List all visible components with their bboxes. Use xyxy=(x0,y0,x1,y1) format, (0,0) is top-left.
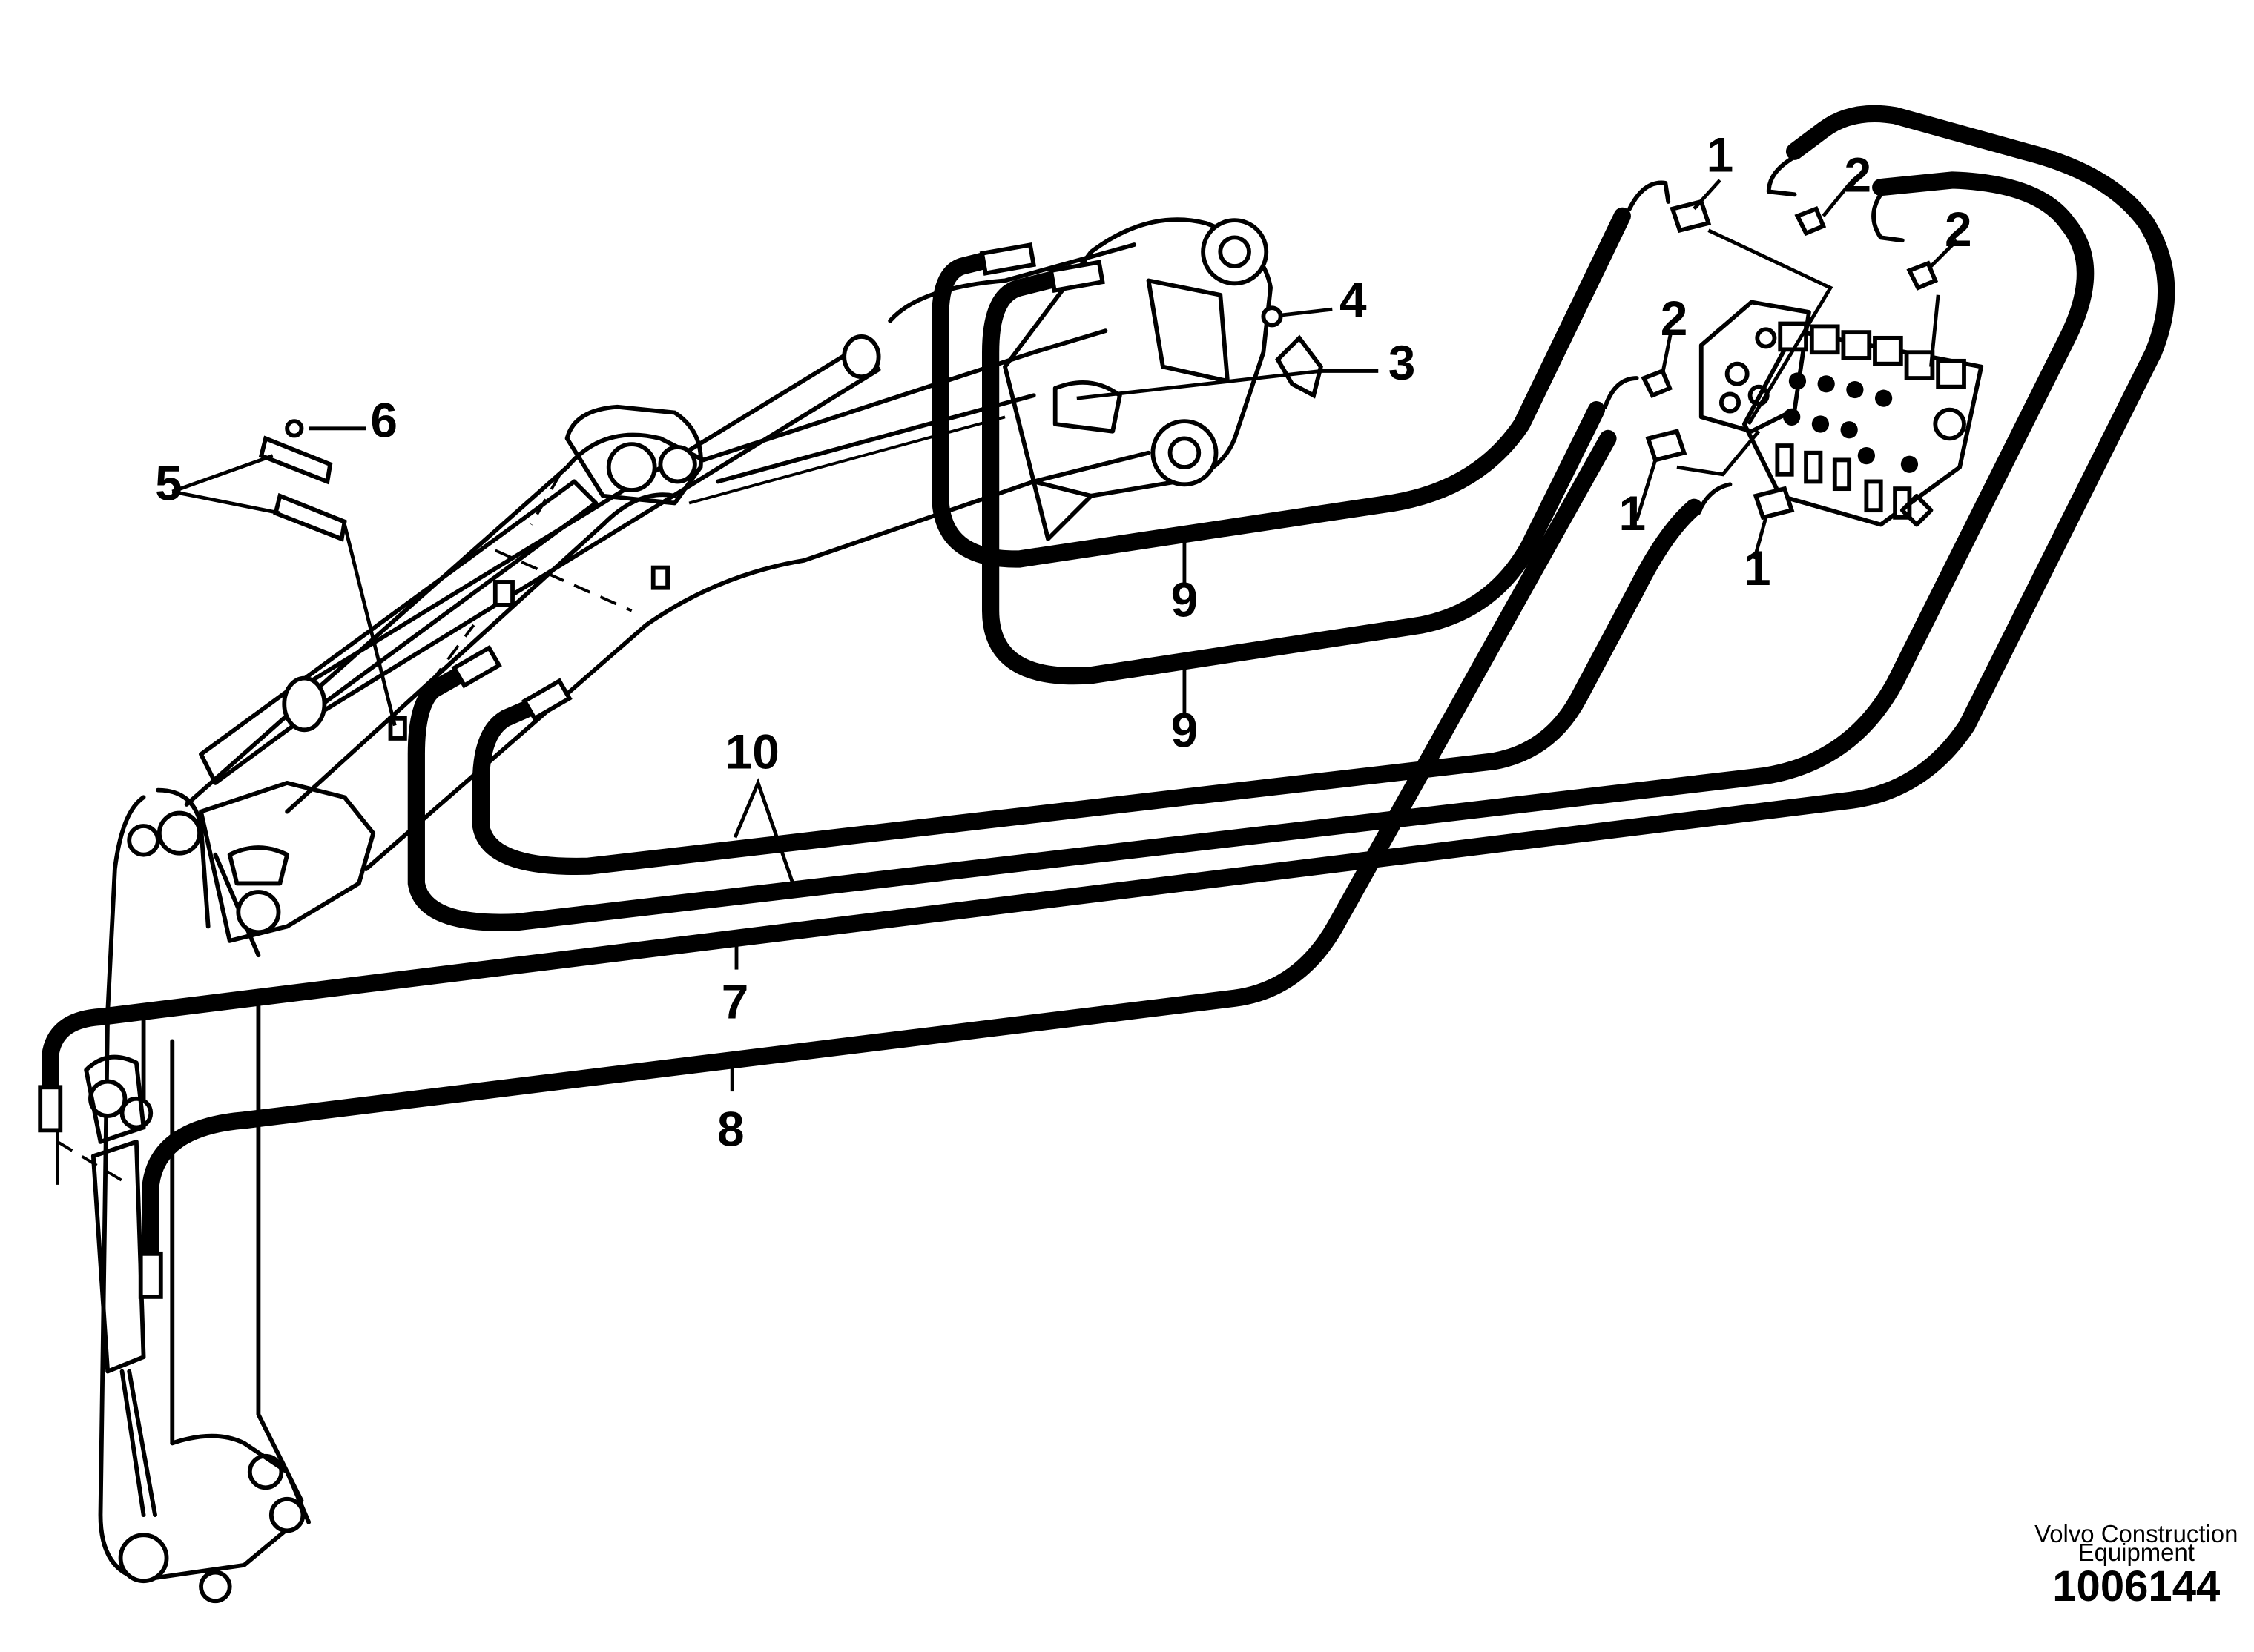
callouts: 1 1 1 2 2 2 3 4 5 6 7 8 9 9 10 xyxy=(155,127,1971,1156)
callout-1-right: 1 xyxy=(1744,541,1771,595)
callout-7: 7 xyxy=(722,974,749,1028)
callout-10: 10 xyxy=(725,724,780,779)
callout-8: 8 xyxy=(717,1102,745,1157)
hose-9-upper xyxy=(932,207,1631,568)
callout-3: 3 xyxy=(1388,335,1416,390)
callout-6: 6 xyxy=(370,392,398,447)
footer: Volvo Construction Equipment 1006144 xyxy=(2034,1520,2238,1610)
hose-set xyxy=(38,105,2175,1299)
callout-2-lower: 2 xyxy=(1661,291,1688,346)
small-parts xyxy=(258,156,1939,542)
hose-10-upper xyxy=(472,498,1703,876)
hose-10-lower xyxy=(407,171,2095,931)
leader-lines xyxy=(171,179,1959,1092)
callout-2-upper-left: 2 xyxy=(1844,147,1871,202)
control-valve xyxy=(1698,300,1984,527)
hose-8 xyxy=(142,429,1617,1266)
callout-2-upper-right: 2 xyxy=(1945,202,1972,257)
callout-1-left: 1 xyxy=(1619,486,1647,541)
hose-7 xyxy=(42,105,2175,1100)
document-number: 1006144 xyxy=(2052,1562,2220,1610)
callout-5: 5 xyxy=(155,456,182,511)
brand-name-line2: Equipment xyxy=(2078,1539,2195,1566)
boom-structure xyxy=(56,217,1273,1604)
brand-name-line1: Volvo Construction xyxy=(2034,1520,2238,1547)
callout-9-lower: 9 xyxy=(1171,703,1199,758)
callout-4: 4 xyxy=(1339,272,1367,327)
hose-9-lower xyxy=(981,268,1606,685)
callout-9-upper: 9 xyxy=(1171,572,1199,627)
callout-1-top: 1 xyxy=(1707,127,1734,182)
